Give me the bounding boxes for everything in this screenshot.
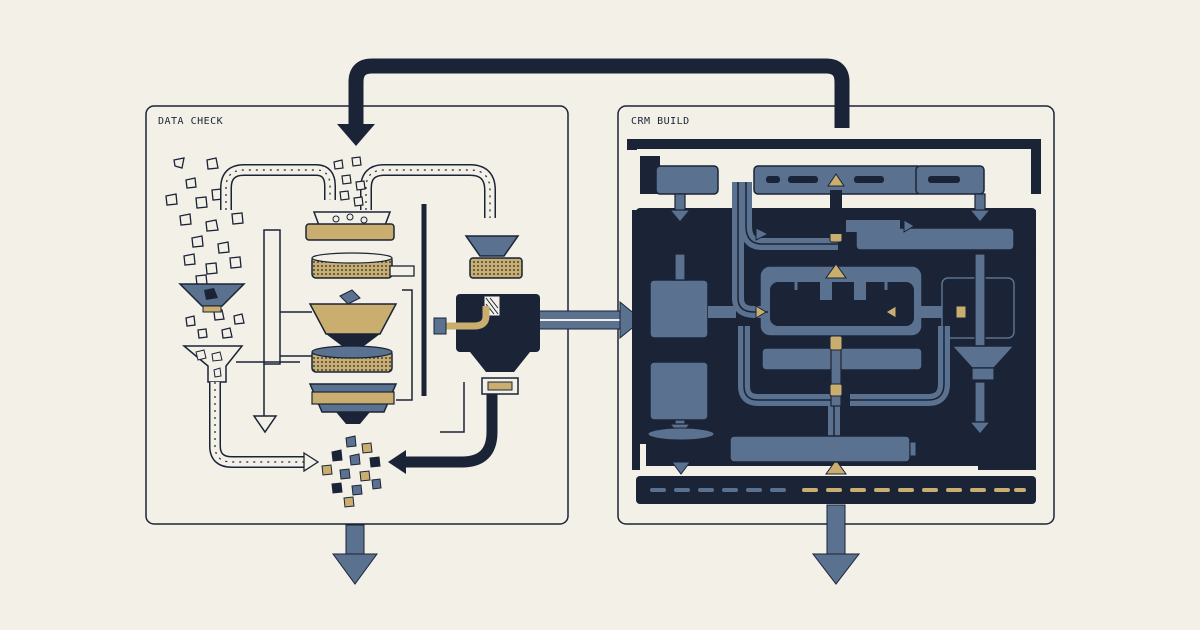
reject-arrow	[236, 361, 300, 434]
clean-data-pile	[321, 435, 382, 508]
return-pipe	[388, 204, 498, 474]
intake-pipes	[209, 164, 496, 468]
sorting-funnel	[181, 345, 244, 383]
processing-machine	[433, 235, 540, 395]
crm-build-output-arrow	[811, 504, 861, 585]
crm-machine	[627, 139, 1041, 504]
intake-funnel	[178, 283, 246, 313]
intake-arrowhead	[303, 451, 320, 473]
data-check-output-arrow	[332, 524, 378, 585]
sieve-column	[263, 211, 415, 424]
panel-connector-arrow	[537, 300, 643, 340]
data-check-label: DATA CHECK	[158, 116, 224, 127]
falling-fragments	[333, 156, 366, 207]
feedback-loop-arrow	[337, 58, 850, 146]
crm-build-label: CRM BUILD	[631, 116, 690, 127]
raw-data-fragments	[165, 157, 245, 339]
